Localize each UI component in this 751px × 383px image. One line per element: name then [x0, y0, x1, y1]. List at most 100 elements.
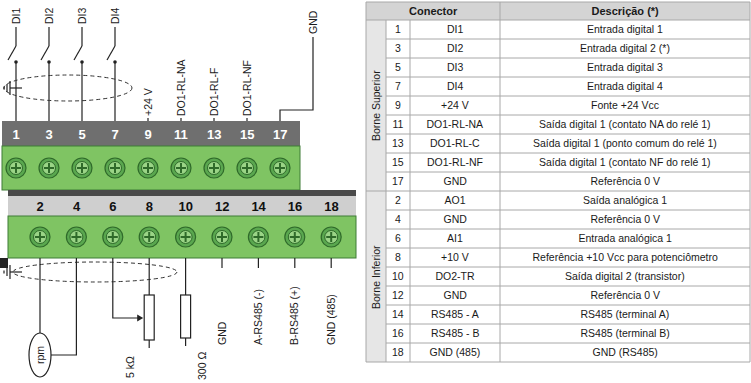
housing-edge — [0, 258, 8, 268]
terminal-screw — [241, 162, 254, 175]
wire — [280, 37, 313, 121]
pin-number: 1 — [13, 128, 20, 141]
wire — [10, 271, 22, 272]
table-cell: Entrada digital 4 — [587, 81, 663, 92]
table-cell: Entrada digital 3 — [587, 62, 663, 73]
wire — [180, 118, 181, 121]
pin-number: 12 — [215, 200, 229, 213]
terminal-number-bar — [2, 121, 300, 146]
component-value: 300 Ω — [197, 352, 208, 380]
terminal-screw — [10, 162, 23, 175]
table-rule — [386, 324, 750, 325]
pin-number: 18 — [324, 200, 338, 213]
terminal-screw — [248, 227, 268, 247]
pin-number: 6 — [109, 200, 116, 213]
screw-slot — [75, 232, 77, 242]
terminal-block — [2, 146, 300, 190]
signal-name: B-RS485 (+) — [289, 286, 300, 345]
table-cell: Entrada analógica 1 — [579, 233, 672, 244]
table-cell: GND — [444, 290, 467, 301]
table-rule — [366, 2, 750, 3]
ground-symbol — [9, 81, 10, 95]
screw-slot — [39, 232, 41, 242]
signal-name: DI1 — [11, 8, 22, 24]
signal-name: +24 V — [143, 88, 154, 116]
wire — [39, 258, 40, 333]
signal-name: DO1-RL-F — [209, 68, 220, 116]
wire — [114, 62, 115, 121]
ground-symbol — [3, 87, 4, 90]
table-cell: RS485 - B — [431, 328, 479, 339]
table-rule — [386, 343, 750, 344]
shield-symbol — [4, 75, 132, 101]
wire — [185, 258, 186, 295]
terminal-screw — [204, 158, 224, 178]
table-cell: +24 V — [441, 100, 469, 111]
pin-number: 8 — [146, 200, 153, 213]
table-cell: 3 — [395, 43, 401, 54]
table-header: Conector — [409, 6, 457, 17]
signal-name: DO1-RL-NF — [242, 60, 253, 116]
table-cell: Saída digital 1 (contato NA do relé 1) — [539, 119, 711, 130]
terminal-screw — [216, 231, 229, 244]
terminal-screw — [109, 162, 122, 175]
resistor-symbol — [181, 295, 191, 338]
table-rule — [500, 2, 501, 362]
screw-slot — [81, 163, 83, 173]
table-cell: RS485 - A — [431, 309, 479, 320]
table-rule — [366, 191, 750, 192]
terminal-screw — [139, 227, 159, 247]
screw-slot — [15, 163, 17, 173]
terminal-screw — [285, 227, 305, 247]
table-cell: DO2-TR — [436, 271, 475, 282]
table-rule — [386, 172, 750, 173]
terminal-screw — [208, 162, 221, 175]
table-cell: Referência 0 V — [591, 214, 660, 225]
table-cell: DI3 — [447, 62, 463, 73]
terminal-screw — [252, 231, 265, 244]
pin-number: 4 — [73, 200, 80, 213]
table-cell: Referência +10 Vcc para potenciômetro — [533, 252, 718, 263]
terminal-screw — [143, 231, 156, 244]
wire — [246, 118, 247, 121]
screw-slot — [221, 232, 223, 242]
ground-symbol — [9, 265, 10, 279]
pin-number: 15 — [240, 128, 254, 141]
table-rule — [386, 58, 750, 59]
table-cell: DI4 — [447, 81, 463, 92]
terminal-screw — [76, 162, 89, 175]
terminal-screw — [43, 162, 56, 175]
table-cell: DO1-RL-C — [430, 138, 480, 149]
switch-symbol — [41, 46, 49, 60]
terminal-screw — [106, 231, 119, 244]
wire — [10, 87, 22, 88]
table-group: Borne Inferior — [371, 245, 382, 309]
terminal-number-bar — [8, 196, 356, 216]
table-cell: Saída analógica 1 — [583, 195, 667, 206]
wire — [258, 258, 259, 268]
screw-slot — [330, 232, 332, 242]
wire — [81, 62, 82, 121]
wire — [149, 258, 150, 295]
potentiometer-symbol — [144, 295, 154, 340]
terminal-screw — [212, 227, 232, 247]
wire — [185, 338, 186, 346]
terminal-screw — [72, 158, 92, 178]
signal-name: A-RS485 (-) — [253, 289, 264, 345]
table-cell: GND (RS485) — [593, 347, 658, 358]
wire — [331, 258, 332, 268]
table-rule — [386, 77, 750, 78]
wire — [149, 340, 150, 348]
signal-name: GND — [217, 322, 228, 345]
terminal-screw — [34, 231, 47, 244]
table-rule — [366, 20, 750, 21]
pin-number: 14 — [251, 200, 265, 213]
pin-number: 17 — [273, 128, 287, 141]
table-cell: 12 — [392, 290, 404, 301]
switch-symbol — [107, 46, 115, 60]
terminal-block — [8, 216, 356, 258]
terminal-screw — [237, 158, 257, 178]
component-value: 5 kΩ — [125, 356, 136, 378]
screw-slot — [294, 232, 296, 242]
